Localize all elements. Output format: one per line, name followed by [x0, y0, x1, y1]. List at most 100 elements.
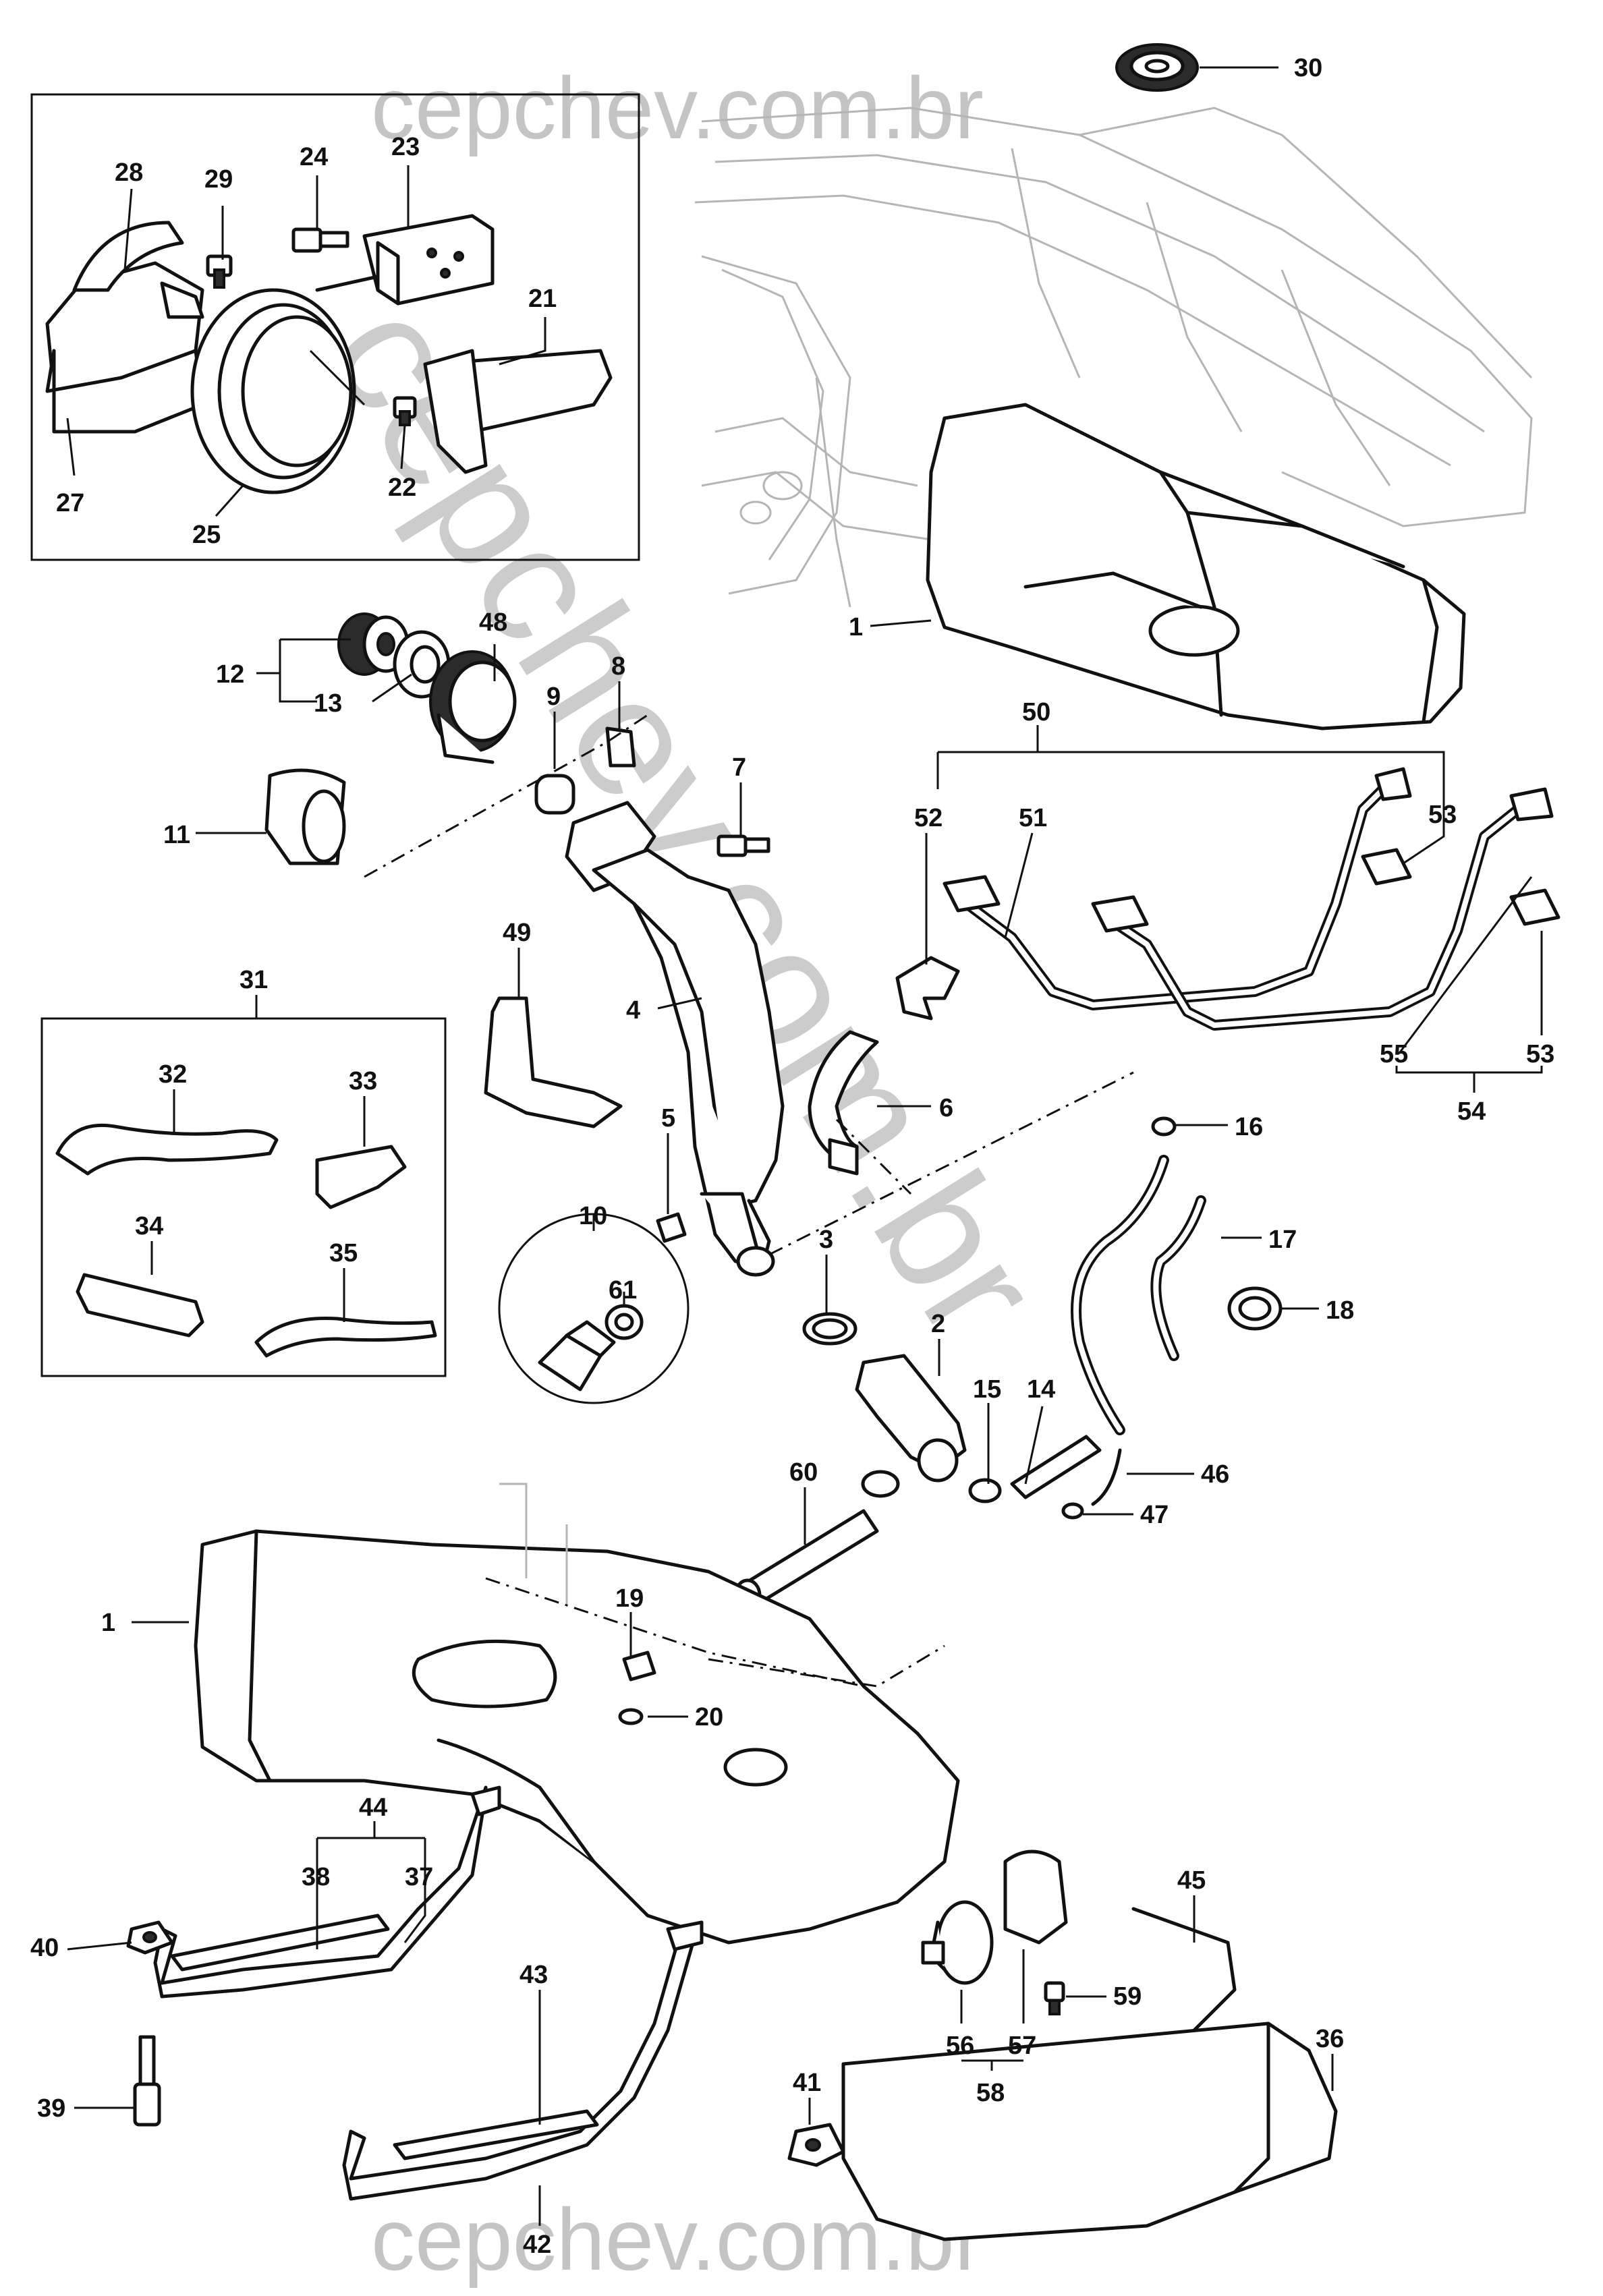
label-1-main: 1	[101, 1609, 115, 1637]
part-labels: 30 28 29 24 23 21 27 25 22 1 48 12 13 9 …	[30, 54, 1554, 2259]
label-59: 59	[1113, 1982, 1142, 2011]
label-40: 40	[30, 1934, 59, 1962]
label-34: 34	[135, 1212, 163, 1240]
label-37: 37	[405, 1863, 433, 1891]
part-36-heat-shield	[841, 2021, 1338, 2241]
part-53-strap-nut-lower	[1509, 787, 1560, 926]
part-15-clamp	[968, 1478, 1002, 1503]
label-42: 42	[523, 2231, 551, 2259]
part-41-nut	[787, 2123, 845, 2167]
label-12: 12	[216, 660, 244, 689]
watermark-top: cepchev.com.br	[371, 59, 984, 157]
part-11-bezel	[264, 768, 346, 865]
label-53-lower: 53	[1526, 1040, 1554, 1068]
part-29-screw	[206, 254, 233, 289]
part-39-bolt	[133, 2035, 161, 2127]
part-19-fuel-line-connector	[622, 1651, 656, 1682]
label-10: 10	[579, 1202, 607, 1230]
label-8: 8	[611, 652, 625, 681]
part-1-fuel-tank-main	[194, 1529, 960, 1945]
label-52: 52	[914, 804, 943, 832]
label-28: 28	[115, 159, 143, 187]
label-61: 61	[609, 1276, 637, 1304]
label-43: 43	[519, 1961, 548, 1989]
label-14: 14	[1027, 1375, 1055, 1404]
part-10-detail-circle	[498, 1213, 690, 1404]
label-5: 5	[661, 1104, 675, 1132]
label-15: 15	[973, 1375, 1001, 1404]
part-60-tank-neck-tube	[733, 1470, 900, 1612]
label-48: 48	[479, 608, 507, 637]
label-19: 19	[615, 1584, 644, 1613]
part-9-sleeve	[534, 774, 575, 815]
label-25: 25	[192, 521, 221, 549]
part-38-strap-insulator	[170, 1914, 390, 1972]
part-49-bracket	[484, 996, 623, 1128]
part-23-door-actuator	[315, 214, 495, 306]
part-52-strap-clip	[895, 956, 960, 1021]
label-57: 57	[1008, 2032, 1036, 2060]
part-6-clamp	[808, 1030, 879, 1176]
label-49: 49	[503, 919, 531, 947]
vehicle-underbody-outline	[694, 107, 1533, 608]
label-50: 50	[1022, 698, 1050, 726]
label-21: 21	[528, 285, 557, 313]
part-37-tank-strap	[153, 1785, 501, 1999]
part-2-hose	[855, 1354, 967, 1483]
label-45: 45	[1177, 1866, 1206, 1895]
part-1-fuel-tank-top	[926, 403, 1466, 730]
part-56-fuel-filter	[921, 1900, 994, 1985]
label-30: 30	[1294, 54, 1322, 82]
leader-lines	[66, 66, 1543, 2226]
label-35: 35	[329, 1239, 358, 1267]
label-6: 6	[939, 1094, 953, 1122]
label-51: 51	[1019, 804, 1047, 832]
label-36: 36	[1316, 2025, 1344, 2053]
label-31: 31	[240, 966, 268, 994]
part-61-o-ring	[604, 1304, 644, 1340]
label-3: 3	[819, 1226, 833, 1254]
part-47-clip	[1061, 1502, 1084, 1520]
label-55: 55	[1380, 1040, 1408, 1068]
label-22: 22	[388, 473, 416, 502]
part-7-bolt	[716, 834, 770, 857]
label-53-upper: 53	[1428, 801, 1457, 829]
label-60: 60	[789, 1458, 818, 1487]
label-4: 4	[626, 996, 640, 1025]
part-48-filler-neck-housing	[429, 650, 517, 764]
part-3-hose-clamp	[802, 1312, 857, 1346]
label-39: 39	[37, 2094, 65, 2123]
label-20: 20	[695, 1703, 723, 1731]
label-47: 47	[1140, 1501, 1169, 1529]
label-17: 17	[1268, 1226, 1297, 1254]
part-16-clip	[1151, 1116, 1177, 1137]
label-38: 38	[302, 1863, 330, 1891]
part-35-insulation-strip	[254, 1316, 437, 1358]
label-44: 44	[359, 1793, 387, 1822]
filler-door-assembly-box	[30, 93, 640, 561]
part-42-tank-strap	[342, 1920, 704, 2201]
label-41: 41	[793, 2069, 821, 2097]
label-11: 11	[163, 821, 190, 849]
part-28-door-hinge-plate	[72, 221, 204, 319]
part-55-tank-strap	[1091, 804, 1523, 1031]
part-34-insulation-block	[76, 1273, 204, 1338]
label-7: 7	[732, 753, 746, 782]
part-25-filler-housing	[190, 288, 366, 494]
label-54: 54	[1457, 1097, 1486, 1126]
label-18: 18	[1326, 1296, 1354, 1325]
label-23: 23	[391, 133, 420, 161]
part-20-drain-plug	[618, 1708, 644, 1725]
label-58: 58	[976, 2079, 1005, 2107]
part-46-line	[1091, 1448, 1122, 1506]
part-27-fuel-door	[45, 261, 204, 434]
part-14-vent-hose	[1010, 1435, 1102, 1499]
label-16: 16	[1235, 1113, 1263, 1141]
label-46: 46	[1201, 1460, 1229, 1489]
label-27: 27	[56, 489, 84, 517]
fuel-lines-top-of-tank	[485, 1483, 945, 1688]
label-29: 29	[204, 165, 233, 194]
part-51-tank-strap	[943, 777, 1395, 1010]
part-17-vent-line	[1071, 1155, 1206, 1435]
